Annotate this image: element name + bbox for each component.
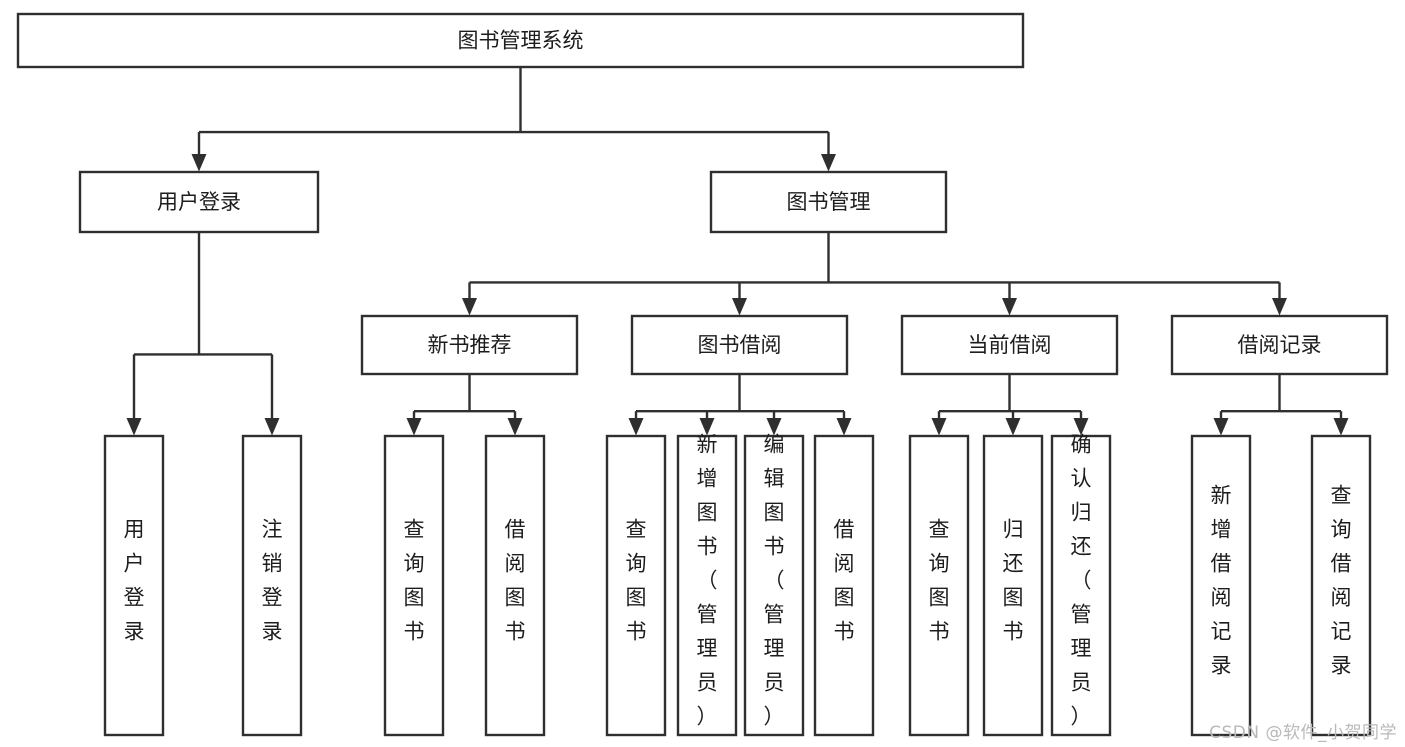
arrowhead-leaf-query-book-recommend <box>406 418 422 436</box>
node-leaf-borrow-book-label: 借阅图书 <box>834 518 855 644</box>
node-new-book-recommend[interactable]: 新书推荐 <box>360 314 579 376</box>
node-leaf-borrow-book[interactable]: 借阅图书 <box>813 434 875 737</box>
node-leaf-query-borrow-record-box[interactable] <box>1310 434 1372 737</box>
node-current-borrow-box[interactable] <box>900 314 1119 376</box>
node-leaf-user-login-label: 用户登录 <box>124 518 145 644</box>
node-leaf-user-login[interactable]: 用户登录 <box>103 434 165 737</box>
arrowhead-leaf-edit-book <box>766 418 782 436</box>
arrowhead-leaf-query-borrow-record <box>1333 418 1349 436</box>
arrowhead-book-borrow <box>732 298 747 316</box>
node-leaf-add-book-box[interactable] <box>676 434 738 737</box>
node-current-borrow[interactable]: 当前借阅 <box>900 314 1119 376</box>
arrowhead-leaf-add-borrow-record <box>1213 418 1229 436</box>
arrowhead-new-book-recommend <box>462 298 477 316</box>
node-leaf-return-book-box[interactable] <box>982 434 1044 737</box>
node-leaf-query-book-borrow-label: 查询图书 <box>626 518 647 644</box>
node-leaf-add-borrow-record-box[interactable] <box>1190 434 1252 737</box>
node-leaf-query-book-recommend-label: 查询图书 <box>404 518 425 644</box>
arrowhead-leaf-borrow-book-recommend <box>507 418 523 436</box>
arrowhead-leaf-query-book-current <box>931 418 947 436</box>
node-leaf-query-borrow-record-label: 查询借阅记录 <box>1331 484 1352 678</box>
node-leaf-borrow-book-recommend-box[interactable] <box>484 434 546 737</box>
node-leaf-query-book-current-label: 查询图书 <box>929 518 950 644</box>
arrowhead-leaf-query-book-borrow <box>628 418 644 436</box>
node-leaf-logout[interactable]: 注销登录 <box>241 434 303 737</box>
node-leaf-confirm-return[interactable]: 确认归还（管理员） <box>1050 433 1112 737</box>
node-leaf-add-book-label: 新增图书（管理员） <box>697 433 718 729</box>
node-leaf-add-book[interactable]: 新增图书（管理员） <box>676 433 738 737</box>
node-borrow-record-box[interactable] <box>1170 314 1389 376</box>
node-borrow-record-label: 借阅记录 <box>1238 333 1322 357</box>
node-book-borrow[interactable]: 图书借阅 <box>630 314 849 376</box>
node-user-login-label: 用户登录 <box>157 190 241 214</box>
node-leaf-query-book-recommend[interactable]: 查询图书 <box>383 434 445 737</box>
node-leaf-return-book-label: 归还图书 <box>1003 518 1024 644</box>
arrowhead-leaf-return-book <box>1005 418 1021 436</box>
node-root-system-box[interactable] <box>16 12 1025 69</box>
connectors-layer <box>126 67 1349 436</box>
node-leaf-logout-label: 注销登录 <box>262 518 283 644</box>
node-leaf-logout-box[interactable] <box>241 434 303 737</box>
node-root-system[interactable]: 图书管理系统 <box>16 12 1025 69</box>
node-leaf-query-book-recommend-box[interactable] <box>383 434 445 737</box>
node-leaf-user-login-box[interactable] <box>103 434 165 737</box>
node-leaf-confirm-return-box[interactable] <box>1050 434 1112 737</box>
node-book-manage-box[interactable] <box>709 170 948 234</box>
node-leaf-query-book-borrow-box[interactable] <box>605 434 667 737</box>
node-leaf-add-borrow-record-label: 新增借阅记录 <box>1211 484 1232 678</box>
node-book-manage-label: 图书管理 <box>787 190 871 214</box>
node-leaf-edit-book-box[interactable] <box>743 434 805 737</box>
node-leaf-borrow-book-recommend-label: 借阅图书 <box>505 518 526 644</box>
node-leaf-query-book-current-box[interactable] <box>908 434 970 737</box>
node-leaf-borrow-book-recommend[interactable]: 借阅图书 <box>484 434 546 737</box>
arrowhead-book-manage <box>821 154 836 172</box>
arrowhead-leaf-user-login <box>126 418 142 436</box>
node-new-book-recommend-label: 新书推荐 <box>428 333 512 357</box>
node-root-system-label: 图书管理系统 <box>458 29 584 53</box>
nodes-layer: 图书管理系统用户登录图书管理新书推荐图书借阅当前借阅借阅记录用户登录注销登录查询… <box>16 12 1389 737</box>
node-new-book-recommend-box[interactable] <box>360 314 579 376</box>
node-current-borrow-label: 当前借阅 <box>968 333 1052 357</box>
node-borrow-record[interactable]: 借阅记录 <box>1170 314 1389 376</box>
node-user-login[interactable]: 用户登录 <box>78 170 320 234</box>
node-leaf-confirm-return-label: 确认归还（管理员） <box>1071 433 1092 729</box>
arrowhead-leaf-logout <box>264 418 280 436</box>
arrowhead-leaf-borrow-book <box>836 418 852 436</box>
arrowhead-borrow-record <box>1272 298 1287 316</box>
arrowhead-leaf-add-book <box>699 418 715 436</box>
node-leaf-query-book-borrow[interactable]: 查询图书 <box>605 434 667 737</box>
node-leaf-query-book-current[interactable]: 查询图书 <box>908 434 970 737</box>
node-leaf-query-borrow-record[interactable]: 查询借阅记录 <box>1310 434 1372 737</box>
arrowhead-current-borrow <box>1002 298 1017 316</box>
node-leaf-edit-book[interactable]: 编辑图书（管理员） <box>743 433 805 737</box>
node-leaf-edit-book-label: 编辑图书（管理员） <box>764 433 785 729</box>
node-book-borrow-box[interactable] <box>630 314 849 376</box>
node-leaf-borrow-book-box[interactable] <box>813 434 875 737</box>
node-leaf-add-borrow-record[interactable]: 新增借阅记录 <box>1190 434 1252 737</box>
arrowhead-leaf-confirm-return <box>1073 418 1089 436</box>
node-book-borrow-label: 图书借阅 <box>698 333 782 357</box>
arrowhead-user-login <box>191 154 207 172</box>
node-leaf-return-book[interactable]: 归还图书 <box>982 434 1044 737</box>
node-book-manage[interactable]: 图书管理 <box>709 170 948 234</box>
node-user-login-box[interactable] <box>78 170 320 234</box>
